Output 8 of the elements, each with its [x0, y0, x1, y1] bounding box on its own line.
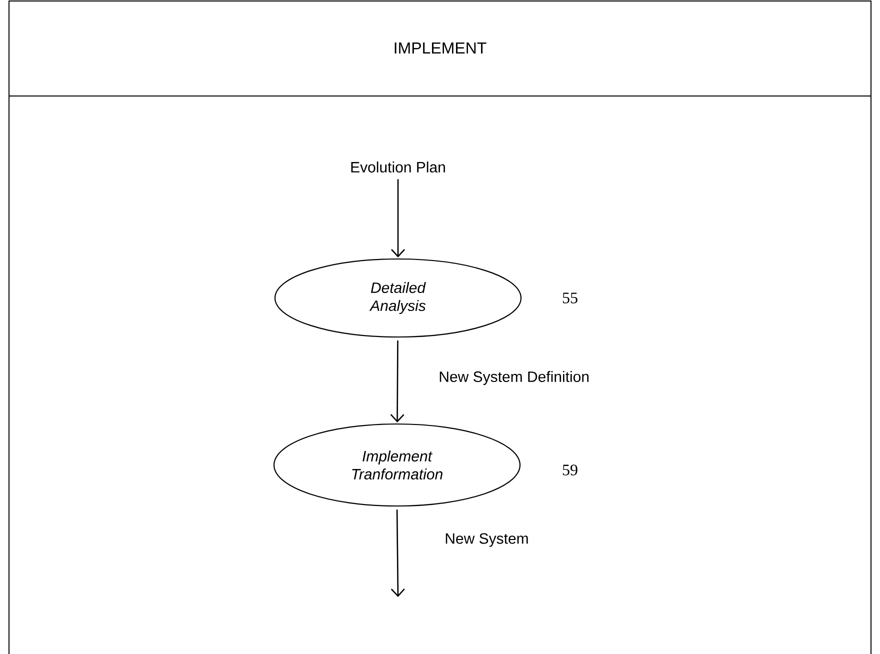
input-label: Evolution Plan [351, 162, 445, 172]
number-label: 55 [562, 292, 578, 304]
arrow [390, 510, 405, 597]
arrow [390, 340, 404, 422]
edge-label: New System Definition [438, 370, 591, 386]
number-label: 59 [562, 464, 578, 476]
arrow [391, 179, 405, 258]
edge-label: New System [444, 532, 530, 548]
